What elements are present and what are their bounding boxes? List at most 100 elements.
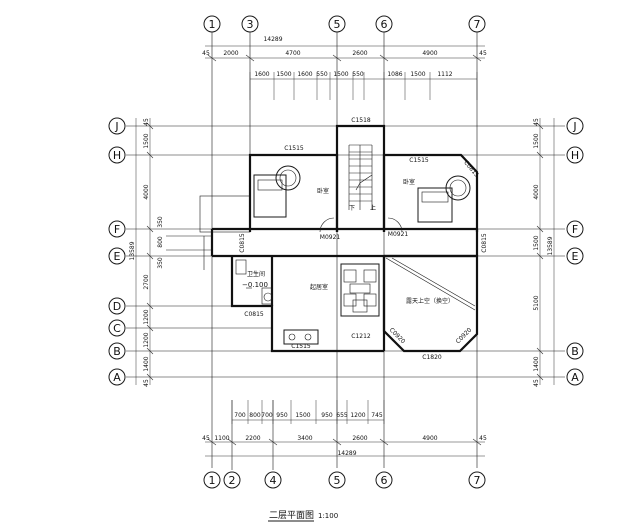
bed-left <box>253 165 335 233</box>
dim-label: 1200 <box>350 412 365 419</box>
window-label: C0815 <box>462 159 480 179</box>
dim-label: 350 <box>157 216 164 228</box>
dim-label: 1600 <box>254 71 269 78</box>
grid-label: H <box>571 149 579 162</box>
opening-labels: C1515 C1515 C1518 C0815 C0815 C0815 M092… <box>239 117 488 361</box>
total-width-label: 14289 <box>337 450 356 457</box>
exterior-lines <box>166 195 251 270</box>
dim-label: 1500 <box>295 412 310 419</box>
dim-label: 3400 <box>297 435 312 442</box>
grid-label: F <box>114 223 120 236</box>
dim-label: 45 <box>202 435 210 442</box>
grid-label: 1 <box>209 474 216 487</box>
window-label: C1515 <box>284 145 304 152</box>
dim-label: 2700 <box>143 274 150 289</box>
dim-label: 700 <box>261 412 273 419</box>
dimension-left: 45 1500 4000 350 800 350 2700 1200 1200 … <box>129 118 164 387</box>
grid-label: 5 <box>334 18 341 31</box>
dim-label: 45 <box>202 50 210 57</box>
grid-bubbles-bottom: 1 2 4 5 6 7 <box>203 471 486 489</box>
grid-label: 7 <box>474 474 481 487</box>
terrace-area <box>385 257 476 311</box>
window-label: C0815 <box>239 233 246 253</box>
dim-label: 4000 <box>143 184 150 199</box>
grid-label: D <box>113 300 121 313</box>
stair: 下 上 <box>348 144 376 212</box>
dim-label: 4900 <box>422 435 437 442</box>
grid-label: 5 <box>334 474 341 487</box>
dim-label: 2600 <box>352 435 367 442</box>
room-terrace: 露天上空（换空） <box>406 297 454 305</box>
grid-label: E <box>572 250 579 263</box>
grid-label: H <box>113 149 121 162</box>
dim-label: 745 <box>371 412 383 419</box>
grid-label: J <box>572 120 576 133</box>
drawing-title: 二层平面图 <box>269 510 314 521</box>
window-label: C1820 <box>422 354 442 361</box>
grid-label: J <box>114 120 118 133</box>
window-label: C0920 <box>455 326 474 345</box>
living-furniture <box>283 263 380 345</box>
dim-label: 45 <box>533 118 540 126</box>
grid-label: B <box>113 345 121 358</box>
grid-label: 3 <box>247 18 254 31</box>
elevation-label: −0.100 <box>242 281 268 289</box>
total-height-label: 13589 <box>129 241 136 260</box>
grid-label: A <box>113 371 121 384</box>
grid-label: C <box>113 322 121 335</box>
dim-label: 2000 <box>223 50 238 57</box>
dim-label: 950 <box>321 412 333 419</box>
window-label: C1518 <box>351 117 371 124</box>
dimension-bottom: 700 800 700 950 1500 950 655 1200 745 45… <box>202 400 487 457</box>
window-label: C1515 <box>409 157 429 164</box>
grid-label: A <box>571 371 579 384</box>
window-label: C1212 <box>351 333 371 340</box>
walls <box>210 124 479 353</box>
total-height-label: 13589 <box>547 236 554 255</box>
door-label: M0921 <box>320 234 341 241</box>
bathroom-fixtures <box>235 259 273 305</box>
dim-label: 1112 <box>437 71 452 78</box>
window-label: C0815 <box>481 233 488 253</box>
total-width-label: 14289 <box>263 36 282 43</box>
dim-label: 655 <box>336 412 348 419</box>
dim-label: 800 <box>157 236 164 248</box>
room-living: 起居室 <box>310 283 328 291</box>
dim-label: 1086 <box>387 71 402 78</box>
room-bedroom-left: 卧室 <box>317 187 329 195</box>
dim-label: 1500 <box>533 133 540 148</box>
grid-bubbles-top: 1 3 5 6 7 <box>203 15 486 33</box>
dim-label: 1400 <box>533 356 540 371</box>
dim-label: 45 <box>479 50 487 57</box>
dimension-top: 14289 45 2000 4700 2600 4900 45 1600 150… <box>202 36 487 100</box>
dim-label: 350 <box>157 257 164 269</box>
dim-label: 1200 <box>143 309 150 324</box>
grid-label: B <box>571 345 579 358</box>
door-label: M0921 <box>388 231 409 238</box>
dim-label: 700 <box>234 412 246 419</box>
grid-bubbles-left: J H F E D C B A <box>108 117 126 386</box>
grid-label: 7 <box>474 18 481 31</box>
dimension-right: 45 1500 4000 1500 5100 1400 45 13589 <box>533 118 555 387</box>
dim-label: 2600 <box>352 50 367 57</box>
dim-label: 800 <box>249 412 261 419</box>
grid-label: 6 <box>381 18 388 31</box>
stair-down-label: 下 <box>349 205 355 212</box>
bed-right <box>387 175 471 233</box>
dim-label: 1200 <box>143 332 150 347</box>
stair-up-label: 上 <box>370 204 376 212</box>
drawing-title-block: 二层平面图 1:100 <box>268 510 338 522</box>
window-label: C1515 <box>291 343 311 350</box>
dim-label: 550 <box>352 71 364 78</box>
dim-label: 4700 <box>285 50 300 57</box>
dim-label: 1500 <box>410 71 425 78</box>
dim-label: 5100 <box>533 295 540 310</box>
grid-label: E <box>114 250 121 263</box>
grid-label: 1 <box>209 18 216 31</box>
room-bathroom: 卫生间 <box>247 270 265 278</box>
dim-label: 1500 <box>276 71 291 78</box>
room-bedroom-right: 卧室 <box>403 178 415 186</box>
grid-label: 6 <box>381 474 388 487</box>
dim-label: 2200 <box>245 435 260 442</box>
dim-label: 1400 <box>143 356 150 371</box>
